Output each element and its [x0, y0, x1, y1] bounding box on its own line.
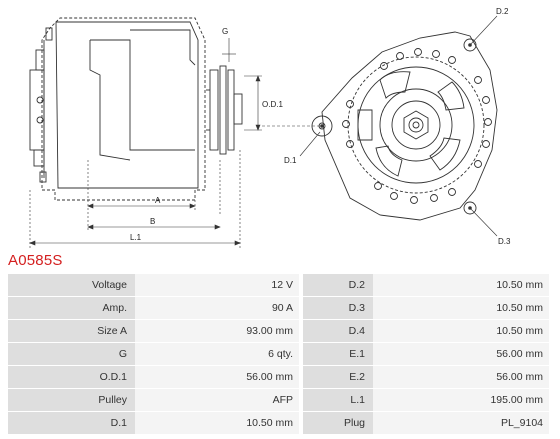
- front-view-leaders: [299, 15, 498, 237]
- spec-column-gap: [299, 412, 303, 435]
- spec-left-label: G: [8, 343, 135, 366]
- spec-right-value: PL_9104: [373, 412, 549, 435]
- alternator-front-view: [262, 31, 498, 221]
- spec-right-value: 10.50 mm: [373, 274, 549, 297]
- spec-right-value: 10.50 mm: [373, 320, 549, 343]
- spec-right-label: D.3: [303, 297, 373, 320]
- spec-right-value: 10.50 mm: [373, 297, 549, 320]
- spec-left-value: 90 A: [135, 297, 299, 320]
- dim-label-od1: O.D.1: [262, 100, 283, 109]
- spec-right-value: 56.00 mm: [373, 343, 549, 366]
- alternator-side-view: [29, 17, 243, 201]
- spec-left-label: O.D.1: [8, 366, 135, 389]
- spec-column-gap: [299, 274, 303, 297]
- spec-left-label: Amp.: [8, 297, 135, 320]
- dim-label-a: A: [155, 196, 161, 205]
- dim-label-g: G: [222, 27, 228, 36]
- spec-right-label: D.2: [303, 274, 373, 297]
- spec-right-label: Plug: [303, 412, 373, 435]
- spec-right-label: D.4: [303, 320, 373, 343]
- spec-left-value: 12 V: [135, 274, 299, 297]
- alternator-technical-drawing: G A B L.1 O.D.1: [29, 7, 511, 248]
- spec-right-label: L.1: [303, 389, 373, 412]
- spec-column-gap: [299, 366, 303, 389]
- spec-column-gap: [299, 389, 303, 412]
- spec-column-gap: [299, 343, 303, 366]
- spec-right-value: 56.00 mm: [373, 366, 549, 389]
- product-code-title: A0585S: [8, 252, 63, 269]
- dim-label-d2: D.2: [496, 7, 509, 16]
- spec-left-label: Pulley: [8, 389, 135, 412]
- dim-label-l1: L.1: [130, 233, 142, 242]
- spec-left-value: 93.00 mm: [135, 320, 299, 343]
- dim-label-d3: D.3: [498, 237, 511, 246]
- spec-left-value: 10.50 mm: [135, 412, 299, 435]
- spec-right-label: E.2: [303, 366, 373, 389]
- spec-column-gap: [299, 320, 303, 343]
- dim-label-b: B: [150, 217, 155, 226]
- dim-label-d1: D.1: [284, 156, 297, 165]
- spec-left-value: 56.00 mm: [135, 366, 299, 389]
- side-view-dimensions: [29, 38, 262, 248]
- spec-column-gap: [299, 297, 303, 320]
- spec-left-label: Size A: [8, 320, 135, 343]
- spec-right-value: 195.00 mm: [373, 389, 549, 412]
- spec-left-value: AFP: [135, 389, 299, 412]
- spec-right-label: E.1: [303, 343, 373, 366]
- spec-left-label: Voltage: [8, 274, 135, 297]
- spec-left-value: 6 qty.: [135, 343, 299, 366]
- spec-left-label: D.1: [8, 412, 135, 435]
